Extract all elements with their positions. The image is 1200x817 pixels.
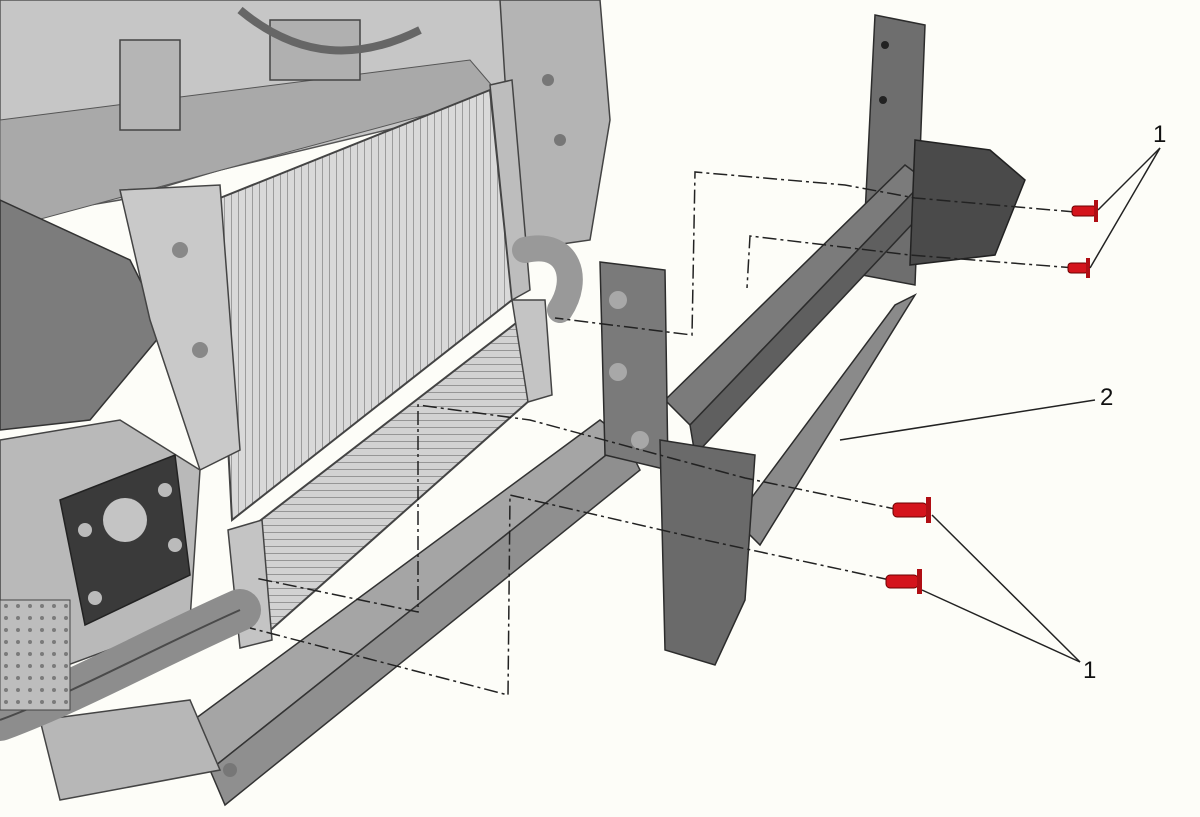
lower-beam-rail xyxy=(39,699,222,801)
leader-1-lower-b xyxy=(921,589,1081,663)
radiator-left-bracket xyxy=(119,184,241,472)
upper-tie-bar-shadow xyxy=(0,59,501,231)
post-hole-b xyxy=(879,96,887,104)
lower-diagonal-arm xyxy=(734,293,918,547)
mount-hole-c xyxy=(168,538,182,552)
leader-2 xyxy=(839,399,1096,441)
plate-hole-b xyxy=(609,363,627,381)
leader-1-upper-b xyxy=(1089,147,1161,269)
deflector-bracket-assembly xyxy=(599,14,1026,666)
callout-1-lower: 1 xyxy=(1083,657,1096,684)
bracket-hole-b xyxy=(192,342,208,358)
leader-lines xyxy=(839,147,1161,663)
post-hole-a xyxy=(881,41,889,49)
retainer-lower-b xyxy=(885,569,922,594)
retainer-upper-a xyxy=(1071,200,1098,222)
lower-deflector-foot xyxy=(659,439,756,666)
radiator xyxy=(119,79,531,522)
mount-hole-d xyxy=(88,591,102,605)
right-side-panel xyxy=(499,0,611,251)
retainer-upper-b xyxy=(1067,258,1090,278)
bolt-b xyxy=(554,134,566,146)
mount-hole-b xyxy=(158,483,172,497)
leader-1-lower-a xyxy=(931,514,1081,663)
retainer-lower-a xyxy=(892,497,931,523)
bracket-hole-a xyxy=(172,242,188,258)
hose-and-mount xyxy=(0,235,583,741)
bolt-a xyxy=(542,74,554,86)
lower-beam-face xyxy=(209,438,641,807)
alignment-line-lower-b xyxy=(249,494,891,696)
alignment-line-lower-a xyxy=(254,404,901,613)
left-perforated-panel xyxy=(0,599,71,711)
mount-hole-a xyxy=(78,523,92,537)
upper-cross-rail xyxy=(663,164,927,427)
engine-component-a xyxy=(119,39,181,131)
left-fender-apron xyxy=(0,199,166,431)
leader-1-upper-a xyxy=(1097,147,1161,211)
right-upper-hose xyxy=(512,235,583,323)
plate-hole-a xyxy=(609,291,627,309)
callout-2: 2 xyxy=(1100,384,1113,411)
alignment-lines xyxy=(249,171,1076,696)
alignment-line-upper-b xyxy=(746,235,1076,289)
callout-1-upper: 1 xyxy=(1153,121,1166,148)
engine-bay xyxy=(0,0,611,691)
hose-upper xyxy=(237,6,422,55)
lower-support xyxy=(39,419,641,807)
alignment-line-upper-a xyxy=(554,171,1076,336)
mount-hole-center xyxy=(103,498,147,542)
plate-hole-c xyxy=(631,431,649,449)
retainers xyxy=(885,200,1098,594)
condenser-right-tank xyxy=(511,299,553,403)
beam-hole xyxy=(223,763,237,777)
